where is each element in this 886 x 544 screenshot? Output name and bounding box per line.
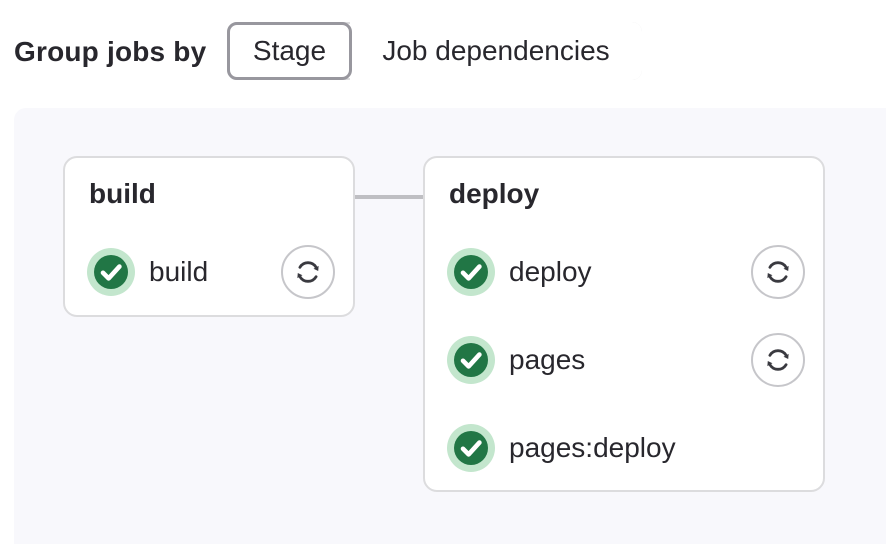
stage-title-deploy: deploy	[449, 178, 540, 209]
segment-job-dependencies[interactable]: Job dependencies	[350, 22, 642, 80]
job-item-pages-deploy[interactable]: pages:deploy	[447, 420, 807, 476]
job-item-deploy[interactable]: deploy	[447, 244, 807, 300]
retry-job-button[interactable]	[751, 333, 805, 387]
pipeline-graph: build build	[14, 108, 886, 544]
status-success-icon	[447, 336, 495, 384]
retry-icon	[767, 261, 789, 283]
job-item-build[interactable]: build	[87, 244, 337, 300]
retry-job-button[interactable]	[281, 245, 335, 299]
job-item-pages[interactable]: pages	[447, 332, 807, 388]
job-name[interactable]: build	[149, 256, 209, 287]
status-success-icon	[87, 248, 135, 296]
retry-job-button[interactable]	[751, 245, 805, 299]
stage-card-deploy: deploy deploy	[423, 156, 825, 492]
group-jobs-segmented-control: Stage Job dependencies	[227, 22, 642, 80]
segment-stage[interactable]: Stage	[227, 22, 352, 80]
retry-icon	[297, 261, 319, 283]
stage-title-build: build	[89, 178, 156, 209]
stage-card-build: build build	[63, 156, 355, 317]
job-name[interactable]: pages:deploy	[509, 432, 676, 463]
retry-icon	[767, 349, 789, 371]
group-jobs-by-label: Group jobs by	[14, 36, 207, 67]
job-name[interactable]: pages	[509, 344, 586, 375]
status-success-icon	[447, 424, 495, 472]
job-name[interactable]: deploy	[509, 256, 592, 287]
stage-connector-line	[355, 195, 423, 199]
status-success-icon	[447, 248, 495, 296]
